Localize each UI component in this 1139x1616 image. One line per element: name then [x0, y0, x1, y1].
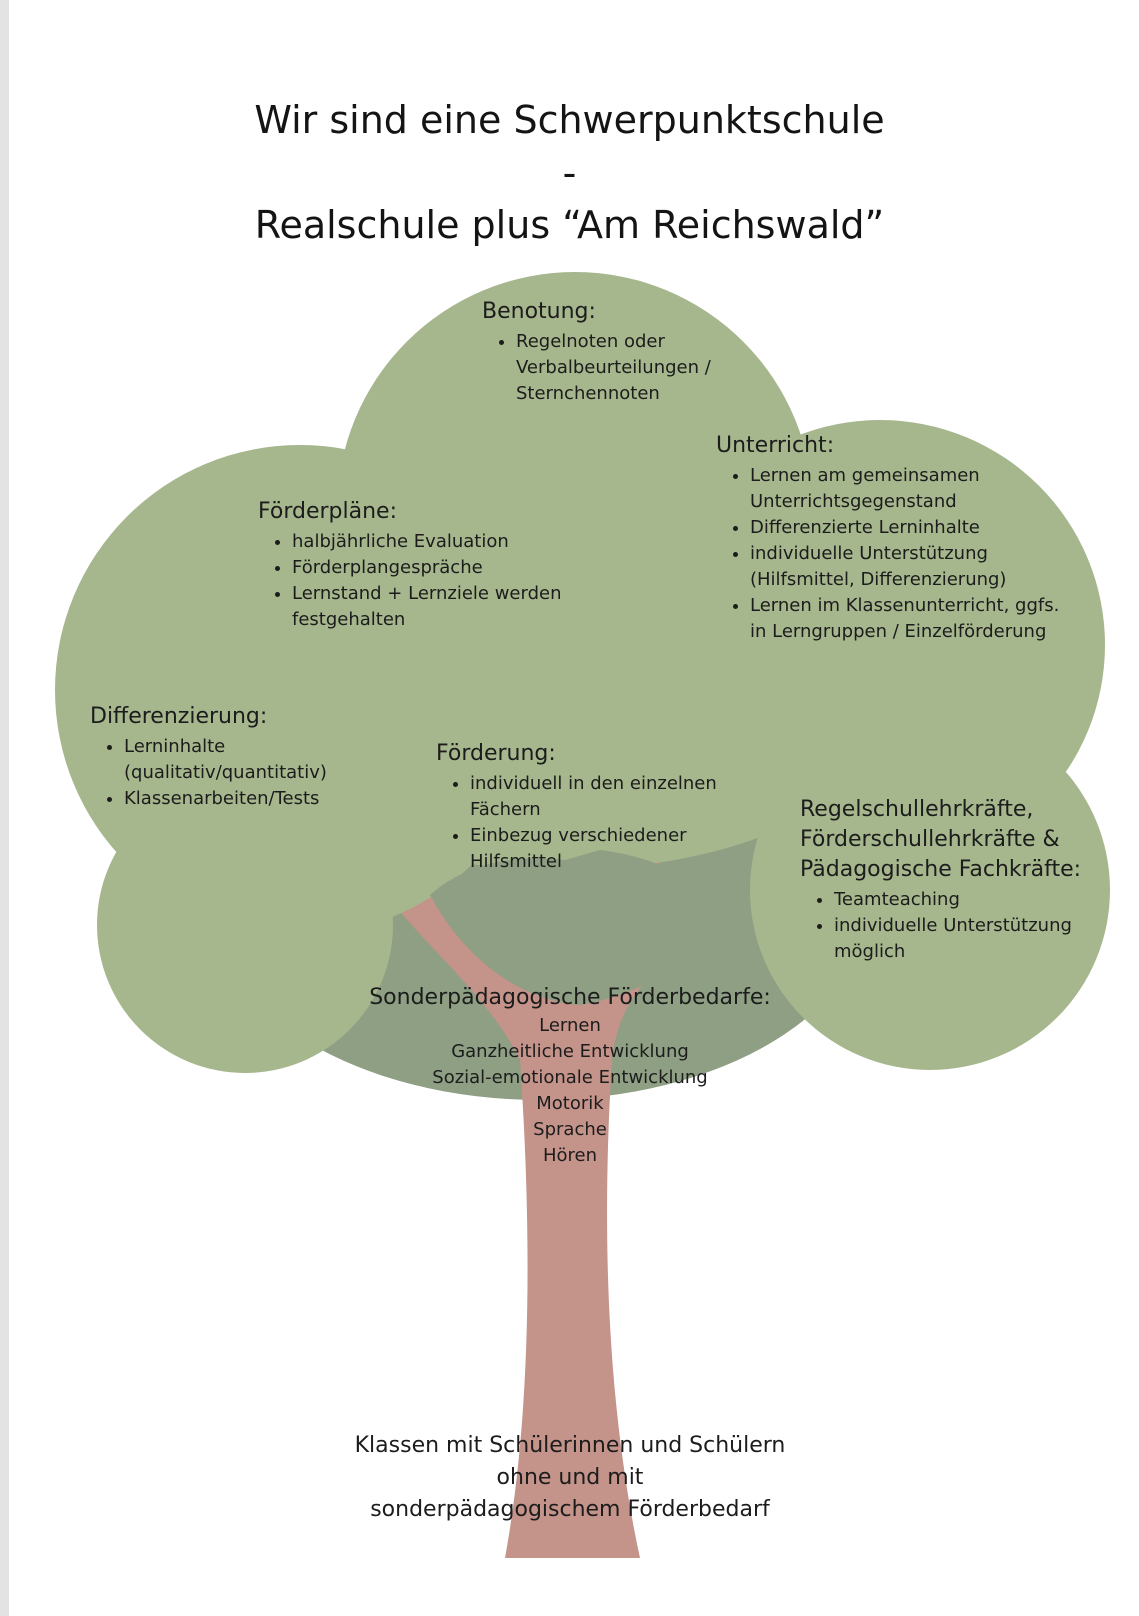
page-left-edge — [0, 0, 9, 1616]
section-list: Teamteaching individuelle Unterstützung … — [800, 887, 1125, 965]
sonder-line: Ganzheitliche Entwicklung — [451, 1041, 689, 1062]
section-heading: Benotung: — [482, 299, 596, 324]
list-item: individuelle Unterstützung möglich — [834, 913, 1125, 965]
section-benotung: Benotung: Regelnoten oder Verbalbeurteil… — [482, 297, 782, 407]
list-item: halbjährliche Evaluation — [292, 529, 603, 555]
sonder-line: Lernen — [539, 1015, 601, 1036]
list-item: Teamteaching — [834, 887, 1125, 913]
list-item: Lernen im Klassenunterricht, ggfs. in Le… — [750, 593, 1061, 645]
roots-caption: Klassen mit Schülerinnen und Schülern oh… — [290, 1430, 850, 1526]
section-differenzierung: Differenzierung: Lerninhalte (qualitativ… — [90, 702, 380, 812]
section-foerderung: Förderung: individuell in den einzelnen … — [436, 739, 736, 875]
section-sonderpaedagogisch: Sonderpädagogische Förderbedarfe: Lernen… — [320, 983, 820, 1169]
crown-overlap — [430, 850, 738, 1005]
list-item: Differenzierte Lerninhalte — [750, 515, 1061, 541]
section-list: Regelnoten oder Verbalbeurteilungen / St… — [482, 329, 782, 407]
tree-trunk — [390, 830, 738, 1558]
section-list: Lernen am gemeinsamen Unterrichtsgegenst… — [716, 463, 1061, 645]
title-separator: - — [562, 151, 577, 195]
section-list: halbjährliche Evaluation Förderplangespr… — [258, 529, 603, 633]
list-item: Lernstand + Lernziele werden festgehalte… — [292, 581, 603, 633]
list-item: Einbezug verschiedener Hilfsmittel — [470, 823, 736, 875]
tree-crown — [55, 272, 1110, 1073]
roots-line: Klassen mit Schülerinnen und Schülern — [354, 1433, 786, 1458]
section-lehrkraefte: Regelschullehrkräfte, Förderschullehrkrä… — [800, 795, 1125, 965]
section-heading: Differenzierung: — [90, 704, 268, 729]
section-unterricht: Unterricht: Lernen am gemeinsamen Unterr… — [716, 431, 1061, 645]
list-item: Lernen am gemeinsamen Unterrichtsgegenst… — [750, 463, 1061, 515]
list-item: Regelnoten oder Verbalbeurteilungen / St… — [516, 329, 782, 407]
section-list: individuell in den einzelnen Fächern Ein… — [436, 771, 736, 875]
sonder-line: Sozial-emotionale Entwicklung — [432, 1067, 708, 1088]
section-heading: Förderpläne: — [258, 499, 397, 524]
section-heading: Regelschullehrkräfte, Förderschullehrkrä… — [800, 797, 1082, 882]
list-item: individuell in den einzelnen Fächern — [470, 771, 736, 823]
roots-line: sonderpädagogischem Förderbedarf — [370, 1497, 770, 1522]
sonder-line: Motorik — [536, 1093, 604, 1114]
roots-line: ohne und mit — [496, 1465, 644, 1490]
title-line-1: Wir sind eine Schwerpunktschule — [254, 98, 885, 142]
section-foerderplaene: Förderpläne: halbjährliche Evaluation Fö… — [258, 497, 603, 633]
list-item: Klassenarbeiten/Tests — [124, 786, 380, 812]
list-item: individuelle Unterstützung (Hilfsmittel,… — [750, 541, 1061, 593]
sonder-line: Sprache — [533, 1119, 607, 1140]
list-item: Förderplangespräche — [292, 555, 603, 581]
list-item: Lerninhalte (qualitativ/quantitativ) — [124, 734, 380, 786]
section-heading: Sonderpädagogische Förderbedarfe: — [369, 985, 771, 1010]
title-line-2: Realschule plus “Am Reichswald” — [254, 203, 885, 247]
sonder-line: Hören — [542, 1145, 598, 1166]
section-heading: Förderung: — [436, 741, 556, 766]
section-heading: Unterricht: — [716, 433, 835, 458]
section-list: Lerninhalte (qualitativ/quantitativ) Kla… — [90, 734, 380, 812]
